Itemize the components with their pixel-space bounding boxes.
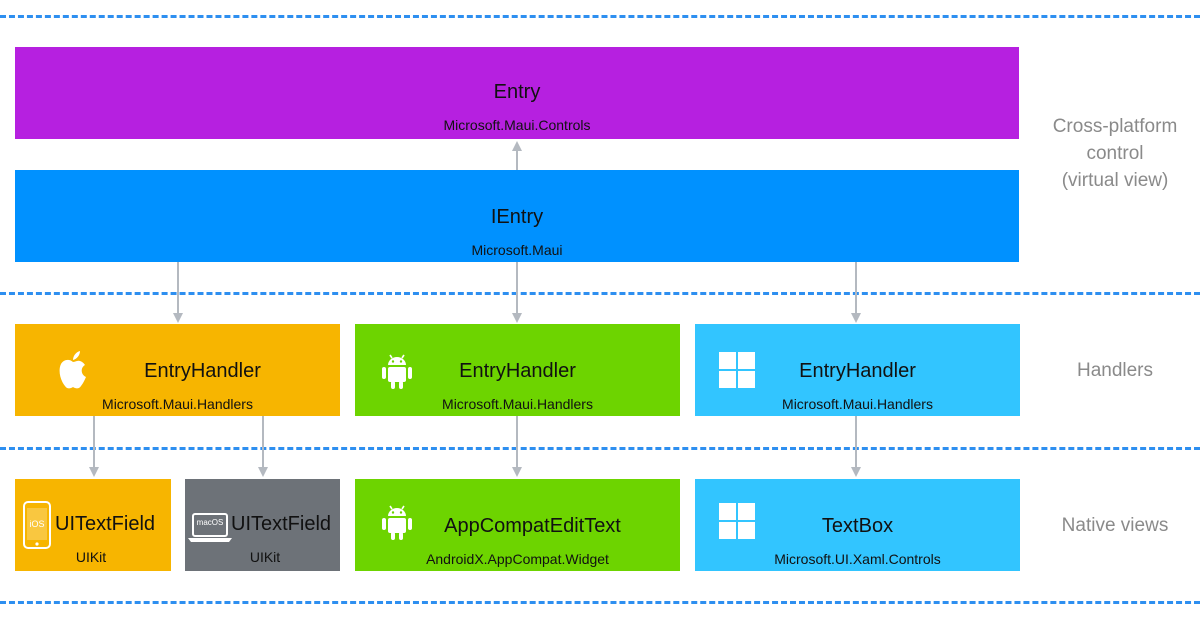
macos-laptop-icon (188, 513, 232, 542)
windows-icon (719, 352, 755, 388)
windows-handler-namespace: Microsoft.Maui.Handlers (782, 396, 933, 412)
windows-native-title: TextBox (821, 515, 894, 537)
layer-label-handlers: Handlers (1076, 360, 1154, 381)
windows-native-namespace: Microsoft.UI.Xaml.Controls (774, 551, 941, 567)
layer-label-native-views: Native views (1061, 515, 1169, 536)
ios-native-box: iOS UITextField UIKit (15, 479, 171, 571)
android-icon (382, 505, 412, 540)
ios-native-namespace: UIKit (75, 549, 107, 565)
windows-native-box: TextBox Microsoft.UI.Xaml.Controls (695, 479, 1020, 571)
ios-handler-box: EntryHandler Microsoft.Maui.Handlers (15, 324, 340, 416)
windows-handler-title: EntryHandler (799, 360, 916, 382)
macos-badge-label: macOS (196, 518, 224, 527)
entry-box: Entry Microsoft.Maui.Controls (15, 47, 1019, 139)
ios-handler-title: EntryHandler (144, 360, 261, 382)
windows-handler-box: EntryHandler Microsoft.Maui.Handlers (695, 324, 1020, 416)
entry-namespace: Microsoft.Maui.Controls (443, 117, 591, 133)
android-handler-title: EntryHandler (459, 360, 576, 382)
entry-title: Entry (493, 81, 541, 103)
layer-divider-top (0, 15, 1200, 18)
ios-native-title: UITextField (55, 513, 156, 535)
ios-phone-icon (23, 501, 51, 549)
ientry-box: IEntry Microsoft.Maui (15, 170, 1019, 262)
macos-native-title: UITextField (231, 513, 332, 535)
macos-native-box: macOS UITextField UIKit (185, 479, 340, 571)
layer-divider-handlers-native (0, 447, 1200, 450)
ios-badge-label: iOS (29, 519, 45, 529)
android-handler-namespace: Microsoft.Maui.Handlers (442, 396, 593, 412)
macos-native-namespace: UIKit (249, 549, 281, 565)
ientry-title: IEntry (490, 206, 544, 228)
ios-handler-namespace: Microsoft.Maui.Handlers (102, 396, 253, 412)
android-icon (382, 354, 412, 389)
android-native-box: AppCompatEditText AndroidX.AppCompat.Wid… (355, 479, 680, 571)
windows-icon (719, 503, 755, 539)
ientry-namespace: Microsoft.Maui (471, 242, 563, 258)
android-native-title: AppCompatEditText (444, 515, 621, 537)
android-native-namespace: AndroidX.AppCompat.Widget (426, 551, 609, 567)
apple-icon (59, 351, 86, 389)
layer-label-virtual-view: Cross-platform control (virtual view) (1052, 116, 1178, 191)
android-handler-box: EntryHandler Microsoft.Maui.Handlers (355, 324, 680, 416)
layer-divider-virtual-handlers (0, 292, 1200, 295)
layer-divider-bottom (0, 601, 1200, 604)
